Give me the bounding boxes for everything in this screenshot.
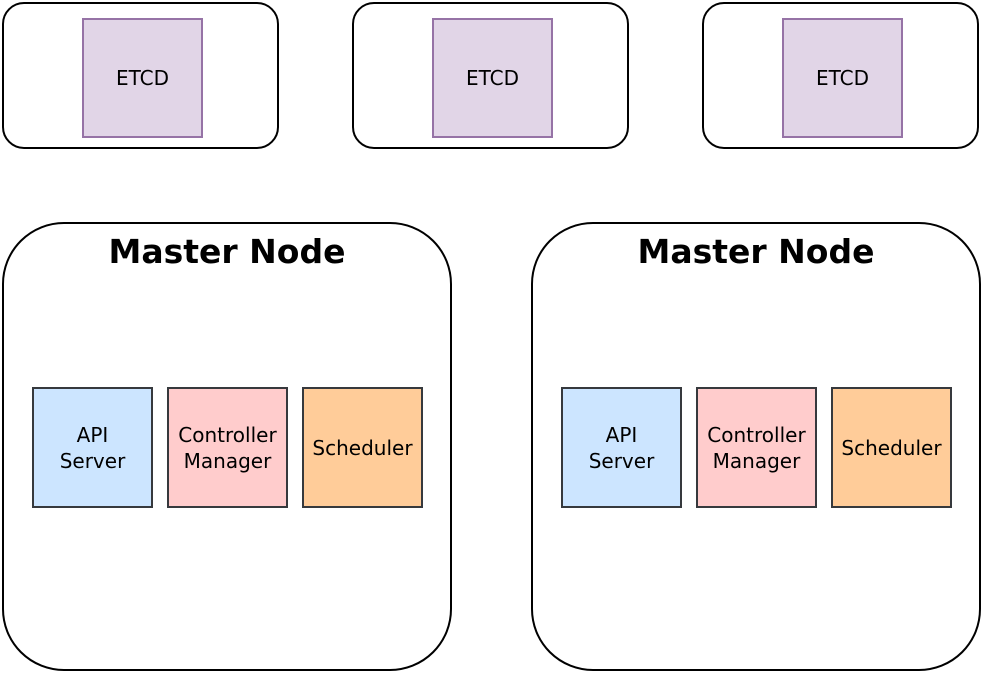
controller-manager-box: Controller Manager: [167, 387, 288, 508]
master-node-title: Master Node: [637, 232, 875, 271]
etcd-box: ETCD: [82, 18, 203, 138]
etcd-host-3: ETCD: [702, 2, 979, 149]
controller-manager-box: Controller Manager: [696, 387, 817, 508]
master-node-title: Master Node: [108, 232, 346, 271]
api-server-box: API Server: [561, 387, 682, 508]
master-node-1: Master Node API Server Controller Manage…: [2, 222, 452, 671]
etcd-host-1: ETCD: [2, 2, 279, 149]
scheduler-box: Scheduler: [831, 387, 952, 508]
master-node-2: Master Node API Server Controller Manage…: [531, 222, 981, 671]
scheduler-box: Scheduler: [302, 387, 423, 508]
api-server-box: API Server: [32, 387, 153, 508]
etcd-box: ETCD: [432, 18, 553, 138]
etcd-host-2: ETCD: [352, 2, 629, 149]
etcd-box: ETCD: [782, 18, 903, 138]
